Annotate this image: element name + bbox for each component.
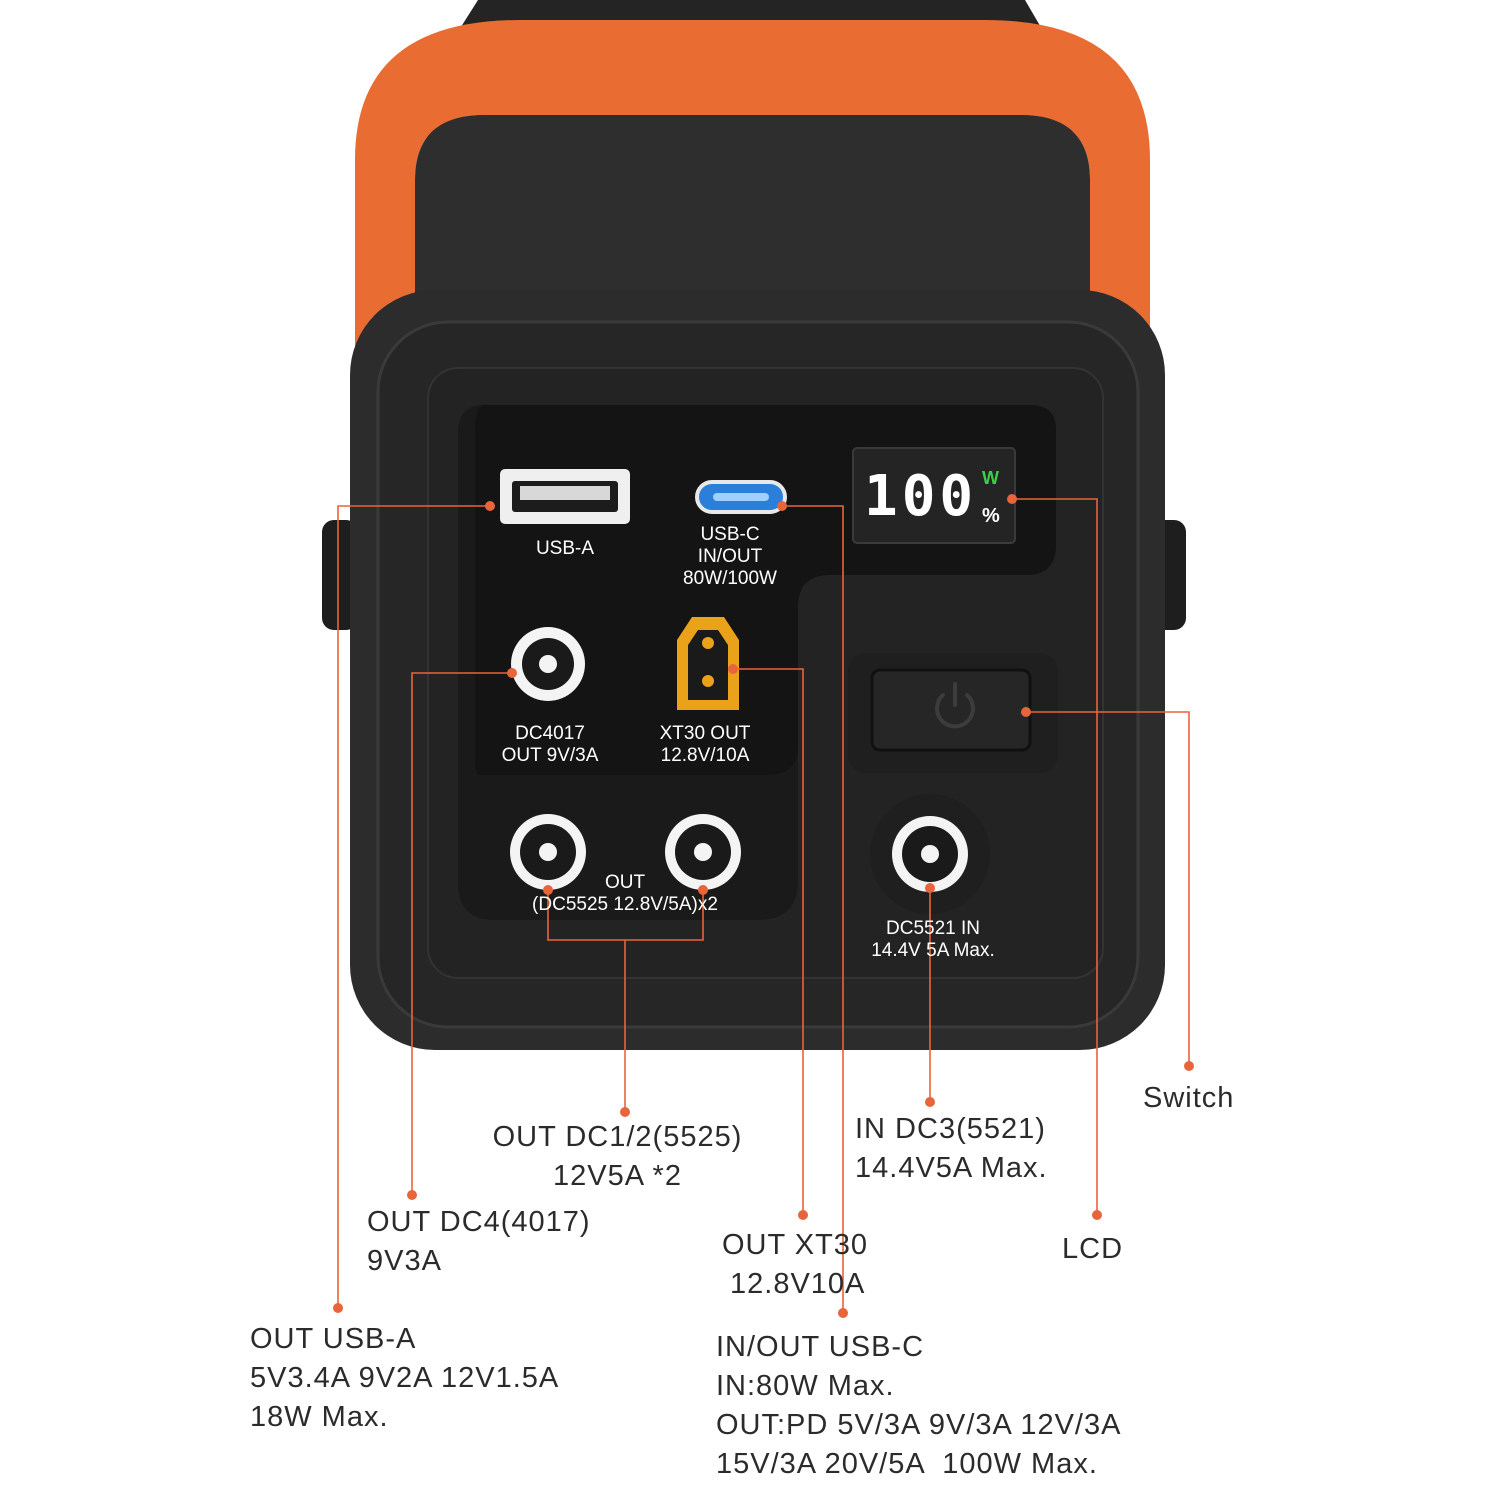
callout-in-dc3-line-2: 14.4V5A Max. (855, 1152, 1048, 1184)
usb-c-label-line-3: 80W/100W (683, 568, 777, 589)
callout-out-xt30-line-1: OUT XT30 (722, 1229, 869, 1261)
line-usb-c (782, 505, 844, 1313)
callout-out-dc4-line-2: 9V3A (367, 1245, 442, 1277)
dc4017-pin (539, 655, 557, 673)
callout-inout-usb-c: IN/OUT USB-C IN:80W Max. OUT:PD 5V/3A 9V… (716, 1328, 1121, 1484)
callout-inout-usb-c-line-4: 15V/3A 20V/5A 100W Max. (716, 1448, 1098, 1480)
callout-out-dc4-line-1: OUT DC4(4017) (367, 1206, 591, 1238)
dc5525-pin-1 (539, 843, 557, 861)
line-switch (1026, 711, 1190, 1066)
usb-a-label: USB-A (535, 538, 595, 559)
callout-out-dc12: OUT DC1/2(5525) 12V5A *2 (480, 1118, 755, 1196)
callout-out-usb-a-line-2: 5V3.4A 9V2A 12V1.5A (250, 1362, 560, 1394)
callout-dots (333, 494, 1194, 1318)
dc5525-label-line-1: OUT (604, 872, 646, 893)
line-usb-a (337, 505, 490, 1308)
dc5525-pin-2 (694, 843, 712, 861)
xt30-pin-2 (702, 675, 714, 687)
dc4017-label-line-1: DC4017 (515, 723, 585, 744)
usb-a-tongue (520, 486, 610, 500)
dc4017-label: DC4017 OUT 9V/3A (480, 723, 620, 767)
xt30-pin-1 (702, 637, 714, 649)
callout-inout-usb-c-line-1: IN/OUT USB-C (716, 1331, 925, 1363)
xt30-label-line-1: XT30 OUT (659, 723, 751, 744)
line-lcd (1012, 498, 1098, 1215)
lcd-unit-percent: % (982, 505, 1000, 527)
usb-c-label: USB-C IN/OUT 80W/100W (660, 524, 800, 590)
callout-lcd: LCD (1062, 1230, 1123, 1269)
callout-out-usb-a-line-1: OUT USB-A (250, 1323, 417, 1355)
callout-lcd-line-1: LCD (1062, 1233, 1124, 1265)
dc5521-label: DC5521 IN 14.4V 5A Max. (853, 918, 1013, 962)
callout-out-usb-a-line-3: 18W Max. (250, 1401, 389, 1433)
lcd-digits: 100 (864, 464, 978, 529)
dc5521-label-line-2: 14.4V 5A Max. (871, 940, 995, 961)
dc5525-label: OUT (DC5525 12.8V/5A)x2 (505, 872, 745, 916)
callout-out-dc12-line-2: 12V5A *2 (553, 1160, 682, 1192)
dc4017-label-line-2: OUT 9V/3A (501, 745, 599, 766)
callout-out-dc4: OUT DC4(4017) 9V3A (367, 1203, 591, 1281)
side-knob-left (322, 520, 358, 630)
usb-c-tongue (713, 493, 769, 501)
power-icon (935, 682, 975, 729)
lcd-unit-w: W (982, 468, 999, 488)
callout-out-xt30: OUT XT30 12.8V10A (722, 1226, 868, 1304)
xt30-label: XT30 OUT 12.8V/10A (635, 723, 775, 767)
callout-inout-usb-c-line-3: OUT:PD 5V/3A 9V/3A 12V/3A (716, 1409, 1122, 1441)
usb-c-label-line-1: USB-C (700, 524, 760, 545)
callout-switch-line-1: Switch (1143, 1082, 1235, 1114)
callout-switch: Switch (1143, 1079, 1234, 1118)
usb-c-label-line-2: IN/OUT (697, 546, 763, 567)
xt30-socket (688, 630, 728, 700)
callout-in-dc3-line-1: IN DC3(5521) (855, 1113, 1046, 1145)
callout-inout-usb-c-line-2: IN:80W Max. (716, 1370, 895, 1402)
callout-lines (337, 498, 1190, 1313)
dc5521-pin (921, 845, 939, 863)
callout-out-xt30-line-2: 12.8V10A (730, 1268, 866, 1300)
line-xt30 (733, 668, 804, 1215)
xt30-label-line-2: 12.8V/10A (660, 745, 750, 766)
callout-out-dc12-line-1: OUT DC1/2(5525) (492, 1121, 743, 1153)
dc5521-label-line-1: DC5521 IN (886, 918, 980, 939)
line-dc4017 (411, 672, 512, 1195)
power-switch[interactable] (870, 668, 1032, 752)
dc5525-label-line-2: (DC5525 12.8V/5A)x2 (532, 894, 718, 915)
callout-out-usb-a: OUT USB-A 5V3.4A 9V2A 12V1.5A 18W Max. (250, 1320, 559, 1437)
callout-in-dc3: IN DC3(5521) 14.4V5A Max. (855, 1110, 1048, 1188)
handle-shadow (415, 115, 1090, 300)
